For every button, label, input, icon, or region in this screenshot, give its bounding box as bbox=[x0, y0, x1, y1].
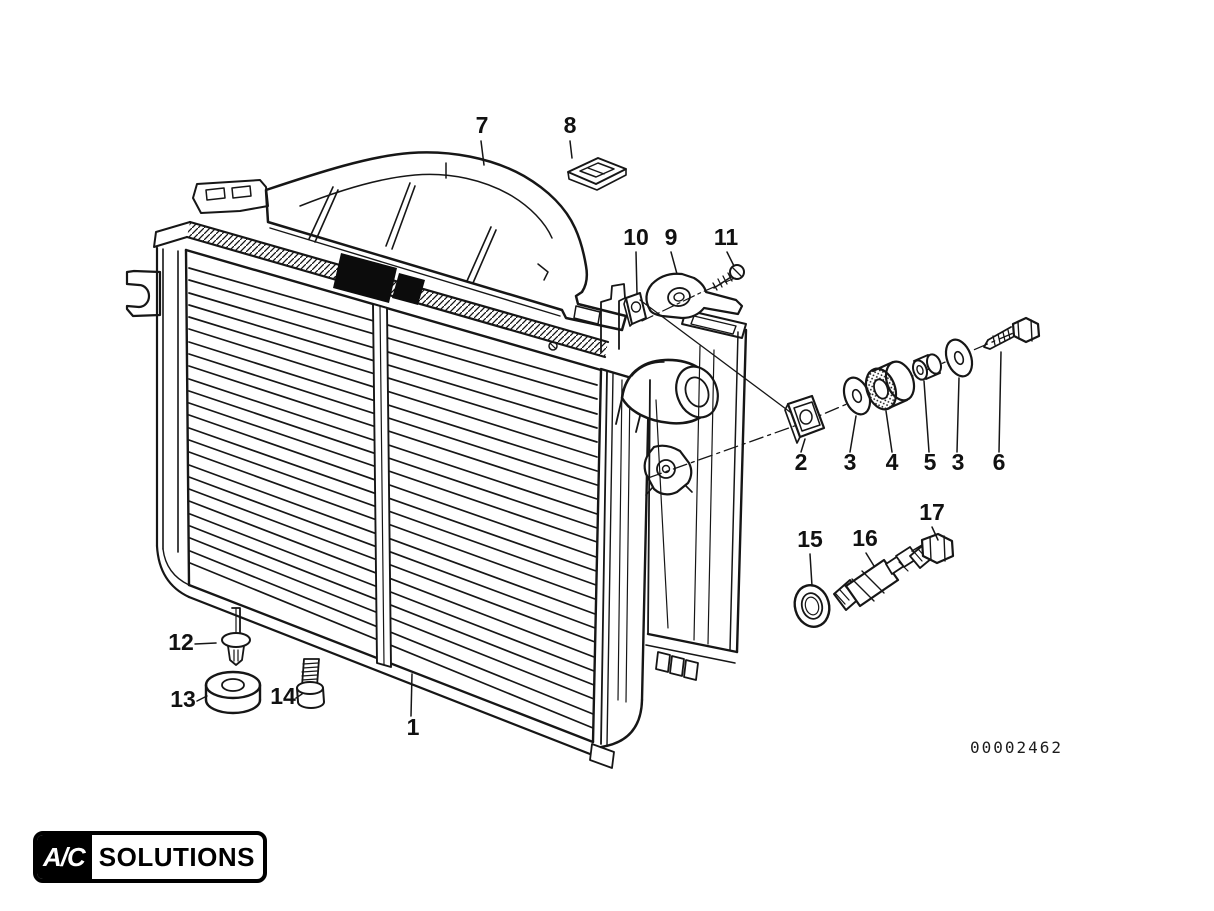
callout-5[interactable]: 5 bbox=[924, 449, 937, 475]
callout-17[interactable]: 17 bbox=[919, 499, 945, 525]
rail-black-mark-right bbox=[392, 273, 425, 305]
callout-11[interactable]: 11 bbox=[714, 224, 739, 250]
radiator-fins bbox=[188, 267, 598, 729]
callout-3b[interactable]: 3 bbox=[952, 449, 965, 475]
expansion-pin bbox=[221, 607, 251, 666]
washer-front bbox=[842, 376, 872, 416]
radiator-hose-neck bbox=[615, 358, 719, 433]
brand-logo: A/C SOLUTIONS bbox=[33, 831, 267, 883]
callout-8[interactable]: 8 bbox=[564, 112, 577, 138]
left-mount-bracket bbox=[125, 269, 162, 318]
callout-16[interactable]: 16 bbox=[852, 525, 878, 551]
spacer-sleeve bbox=[911, 353, 943, 381]
radiator-bottom-foot bbox=[589, 743, 615, 769]
mount-bolt bbox=[296, 658, 325, 709]
sealing-ring bbox=[793, 584, 831, 628]
callout-12[interactable]: 12 bbox=[168, 629, 194, 655]
callout-3[interactable]: 3 bbox=[844, 449, 857, 475]
drain-plug bbox=[909, 532, 955, 569]
rail-black-mark-left bbox=[333, 253, 397, 303]
exploded-axis-line bbox=[647, 330, 1019, 479]
air-deflector-panel bbox=[645, 309, 748, 681]
rubber-mount bbox=[204, 670, 262, 715]
washer-rear bbox=[944, 338, 974, 378]
leader-lines bbox=[194, 140, 1002, 717]
panel-feet bbox=[655, 651, 699, 681]
brand-logo-abbr: A/C bbox=[37, 835, 92, 879]
callout-9[interactable]: 9 bbox=[665, 224, 678, 250]
drawing-number: 00002462 bbox=[970, 738, 1063, 757]
clip-plate bbox=[567, 157, 627, 191]
callout-7[interactable]: 7 bbox=[476, 112, 489, 138]
callout-6[interactable]: 6 bbox=[993, 449, 1006, 475]
hex-bolt bbox=[983, 316, 1041, 350]
callout-4[interactable]: 4 bbox=[886, 449, 899, 475]
bracket-screw bbox=[712, 264, 745, 291]
callout-13[interactable]: 13 bbox=[170, 686, 196, 712]
callout-2[interactable]: 2 bbox=[795, 449, 808, 475]
body-nut-clip bbox=[784, 394, 826, 444]
callout-10[interactable]: 10 bbox=[623, 224, 649, 250]
temperature-switch bbox=[833, 544, 926, 611]
callout-14[interactable]: 14 bbox=[270, 683, 296, 709]
radiator bbox=[153, 220, 651, 769]
tank-mounting-boss bbox=[643, 444, 693, 496]
callout-1[interactable]: 1 bbox=[407, 714, 420, 740]
brand-logo-name: SOLUTIONS bbox=[98, 841, 255, 872]
retaining-clip bbox=[623, 292, 647, 327]
guide-line-upper bbox=[639, 299, 799, 419]
bracket-axis-line bbox=[641, 277, 736, 322]
rail-screw bbox=[548, 341, 558, 351]
fan-shroud bbox=[192, 151, 628, 332]
callout-15[interactable]: 15 bbox=[797, 526, 823, 552]
rubber-grommet bbox=[864, 360, 916, 411]
